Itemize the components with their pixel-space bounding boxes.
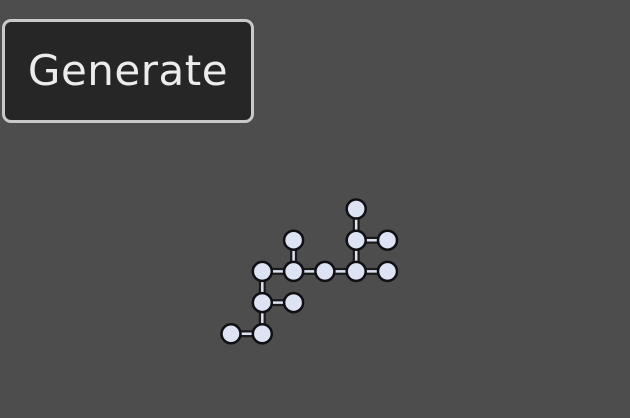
generate-button[interactable]: Generate <box>2 19 254 123</box>
graph-node <box>251 323 274 345</box>
graph-node <box>282 229 305 251</box>
graph-node <box>251 291 274 314</box>
graph-node <box>220 323 242 345</box>
graph-node <box>345 198 367 220</box>
graph-node <box>345 229 367 251</box>
graph-node <box>282 260 305 283</box>
graph-node <box>376 260 399 283</box>
graph-node <box>314 260 336 283</box>
graph-node <box>251 260 274 283</box>
graph-node <box>282 291 305 314</box>
graph-node <box>345 260 367 283</box>
graph-node <box>376 229 399 251</box>
